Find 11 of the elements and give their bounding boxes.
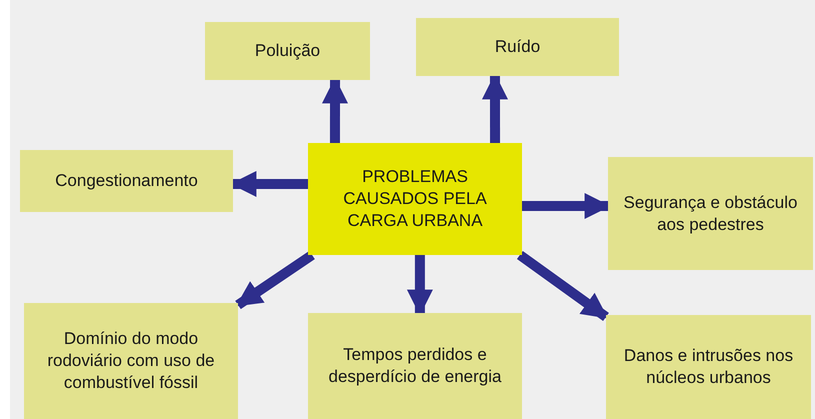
problem-box: Poluição xyxy=(205,22,370,80)
arrow xyxy=(235,250,315,310)
problem-box: Segurança e obstáculo aos pedestres xyxy=(608,157,813,270)
problem-box: Danos e intrusões nos núcleos urbanos xyxy=(606,315,811,419)
problem-box: Tempos perdidos e desperdício de energia xyxy=(308,313,522,419)
problem-box: Congestionamento xyxy=(20,150,233,212)
arrow xyxy=(406,255,433,316)
central-box: PROBLEMAS CAUSADOS PELA CARGA URBANA xyxy=(308,143,522,255)
problem-box: Ruído xyxy=(416,18,619,76)
arrow xyxy=(516,250,609,322)
problem-box: Domínio do modo rodoviário com uso de combustível fóssil xyxy=(24,303,238,419)
